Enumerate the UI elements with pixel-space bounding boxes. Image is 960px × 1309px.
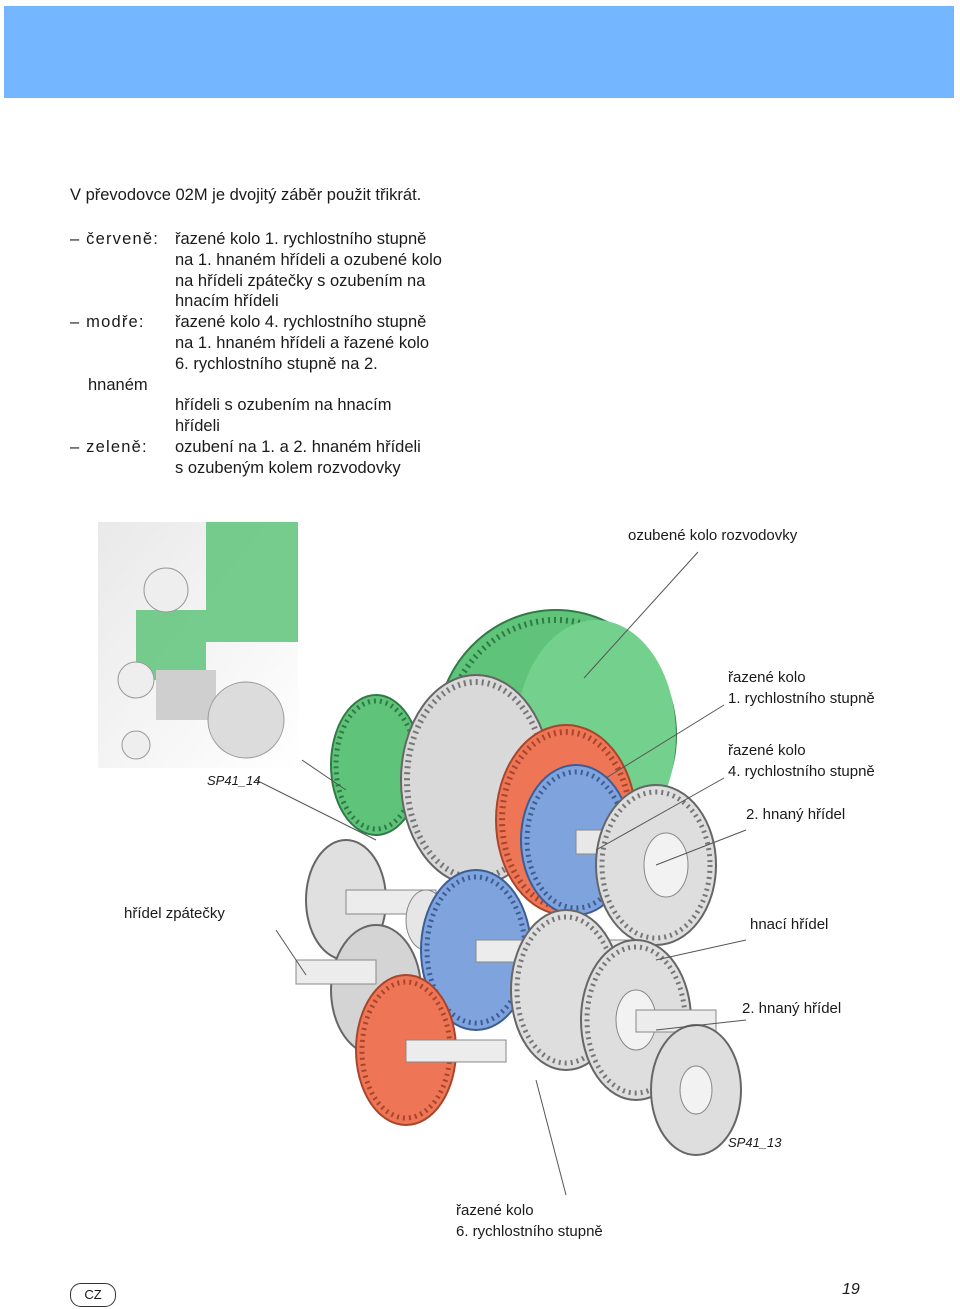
legend-line [175,375,391,396]
label-gear6-a: řazené kolo [456,1202,534,1219]
legend-line: řazené kolo 1. rychlostního stupně [175,230,427,248]
color-legend: – červeně: řazené kolo 1. rychlostního s… [70,229,442,479]
legend-line: řazené kolo 4. rychlostního stupně [175,313,427,332]
gear-illustration [98,522,747,1196]
label-gear6-b: 6. rychlostního stupně [456,1223,603,1240]
header-bar [4,6,954,98]
legend-label: – modře: [70,313,145,332]
legend-label: – červeně: [70,230,160,248]
legend-green: – zeleně: ozubení na 1. a 2. hnaném hříd… [70,437,442,479]
page-number: 19 [842,1281,860,1298]
legend-line: hnacím hřídeli [175,292,279,311]
legend-line: 6. rychlostního stupně na 2. [175,354,378,373]
legend-line: hřídeli [175,417,220,436]
label-final-drive-gear: ozubené kolo rozvodovky [628,527,798,544]
label-reverse-shaft: hřídel zpátečky [124,905,225,922]
legend-line: ozubení na 1. a 2. hnaném hřídeli [175,437,421,456]
leader-lines [255,551,747,1196]
label-shaft2-top: 2. hnaný hřídel [746,806,846,823]
figure-code: SP41_13 [728,1135,782,1150]
label-shaft2-bottom: 2. hnaný hřídel [742,1000,842,1017]
legend-red: – červeně: řazené kolo 1. rychlostního s… [70,229,442,312]
label-gear1-b: 1. rychlostního stupně [728,690,875,707]
legend-label: – zeleně: [70,437,148,456]
language-badge: CZ [70,1283,116,1307]
legend-blue-cont: hnaném hřídeli s ozubením na hnacím hříd… [70,375,442,437]
gearbox-figure: ozubené kolo rozvodovky řazené kolo 1. r… [96,520,960,1240]
legend-line: na hřídeli zpátečky s ozubením na [175,271,426,290]
legend-blue: – modře: řazené kolo 4. rychlostního stu… [70,312,442,374]
label-input-shaft: hnací hřídel [750,916,829,933]
label-gear4-b: 4. rychlostního stupně [728,763,875,780]
inset-code: SP41_14 [207,773,261,788]
legend-line: na 1. hnaném hřídeli a ozubené kolo [175,250,442,269]
intro-text: V převodovce 02M je dvojitý záběr použit… [70,186,422,204]
upper-gear-stack [400,674,717,946]
lower-gear-stack [295,839,742,1156]
inset-illustration [98,522,298,768]
label-gear1-a: řazené kolo [728,669,806,686]
legend-line: s ozubeným kolem rozvodovky [175,458,401,477]
legend-line: na 1. hnaném hřídeli a řazené kolo [175,333,430,352]
label-gear4-a: řazené kolo [728,742,806,759]
legend-line: hřídeli s ozubením na hnacím [175,396,392,415]
legend-label: hnaném [88,375,148,394]
